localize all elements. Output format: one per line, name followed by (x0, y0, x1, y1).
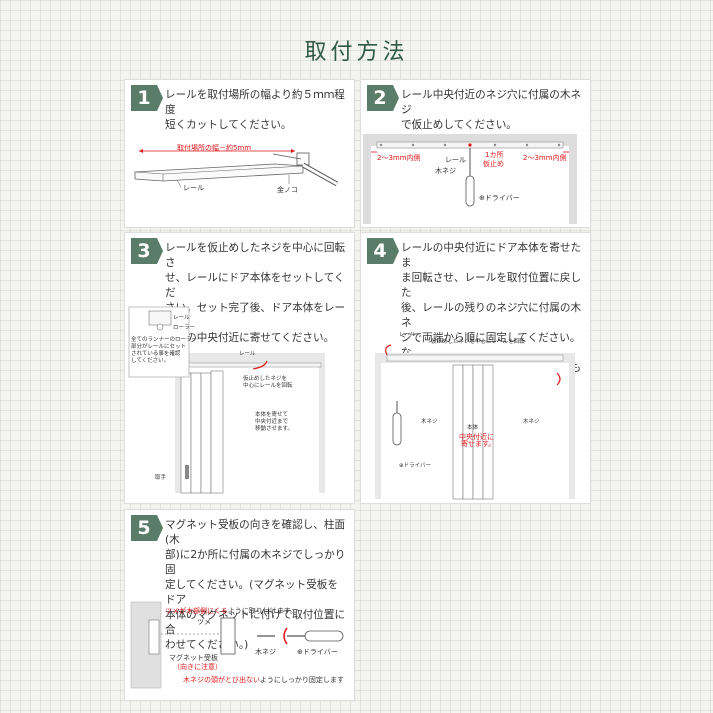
rail-mounting-illustration: 2～3mm内側 2～3mm内側 レール 木ネジ 1カ所 仮止め ⊕ドライバー (363, 134, 577, 224)
step-number: 1 (131, 85, 163, 111)
saw-label: 金ノコ (277, 185, 298, 194)
tip-red-text: ツメが木部側にくる (165, 606, 228, 615)
driver-label: ⊕ドライバー (399, 462, 431, 469)
step-5-card: 5 マグネット受板の向きを確認し、柱面(木 部)に2か所に付属の木ネジでしっかり… (124, 509, 355, 701)
folding-door (452, 364, 494, 500)
rail-label-2: レール (239, 351, 256, 357)
magnet-plate-illustration: ツメが木部側にくるように取り付けます。 ツメ マグネット受板 （向きに注意） 木… (130, 601, 344, 689)
step-instruction: レール中央付近のネジ穴に付属の木ネジ で仮止めしてください。 (401, 89, 582, 131)
screw-right-label: 木ネジ (523, 417, 540, 425)
driver-label: ⊕ドライバー (479, 194, 520, 202)
handle-label: 取手 (155, 473, 167, 481)
tip-rest-text: ように取り付けます。 (228, 606, 297, 615)
driver-label: ⊕ドライバー (297, 648, 338, 656)
center-label-2: 寄せます。 (461, 439, 495, 448)
note-3: されている事を確認 (131, 349, 181, 357)
body-label-2: 中央付近まで (255, 417, 289, 425)
center-label-2: 仮止め (483, 159, 504, 168)
step-instruction: レールを仮止めしたネジを中心に回転さ せ、レールにドア本体をセットしてくだ さい… (165, 242, 346, 344)
left-gap-label: 2～3mm内側 (377, 153, 421, 162)
tip-label: ツメが木部側にくるように取り付けます。 (165, 606, 297, 615)
screw-left-label: 木ネジ (421, 417, 438, 425)
door-handle (185, 465, 189, 479)
step-number: 5 (131, 515, 163, 541)
folding-door (180, 370, 224, 494)
claw-label: ツメ (197, 618, 211, 626)
screwdriver-icon (287, 630, 344, 642)
center-label-1: 1カ所 (485, 150, 503, 159)
rail-fixing-illustration: レール 仮止めしたネジを中心にレールを回転 木ネジ 本体 中央付近に 寄せます。… (375, 332, 575, 500)
screwdriver-icon (465, 175, 475, 207)
rail-label: レール (173, 315, 190, 321)
warning-label: 木ネジの頭がとび出ないようにしっかり固定します (183, 675, 344, 684)
rail-shape (134, 163, 304, 182)
screw-label: 木ネジ (435, 166, 456, 175)
screwdriver-icon (392, 401, 402, 446)
body-label: 本体 (467, 423, 479, 431)
center-label-1: 中央付近に (459, 432, 494, 441)
body-label-1: 本体を寄せて (255, 410, 288, 418)
note-1: 全てのランナーのローラー (131, 335, 197, 343)
rail-label: レール (183, 184, 204, 192)
rail-cutting-illustration: 取付場所の幅－約5mm レール 金ノコ (134, 143, 339, 194)
rotate-label: 仮止めしたネジを中心にレールを回転 (431, 337, 525, 345)
note-2: 部分がレールにセット (131, 342, 186, 350)
step-instruction: マグネット受板の向きを確認し、柱面(木 部)に2か所に付属の木ネジでしっかり固 … (165, 519, 346, 651)
screw-label: 木ネジ (255, 647, 276, 656)
warning-rest-text: ようにしっかり固定します (260, 675, 344, 684)
step-4-card: 4 レールの中央付近にドア本体を寄せたま ま回転させ、レールを取付位置に戻した … (360, 232, 591, 504)
rail-shape (386, 354, 564, 362)
note-4: してください。 (131, 357, 169, 364)
step-1-card: 1 レールを取付場所の幅より約５ｍｍ程度 短くカットしてください。 取付場所の幅… (124, 79, 355, 228)
magnet-plate (220, 617, 236, 655)
page-title: 取付方法 (304, 40, 409, 65)
plate-note: （向きに注意） (173, 662, 222, 671)
rotate-label-2: 中心にレールを回転 (243, 381, 293, 389)
roller-label: ローラー (173, 324, 195, 331)
rotate-label-1: 仮止めしたネジを (243, 374, 287, 382)
door-setting-illustration: 取手 レール 仮止めしたネジを 中心にレールを回転 本体を寄せて 中央付近まで … (128, 306, 325, 494)
rail-label: レール (445, 156, 466, 164)
width-label: 取付場所の幅－約5mm (177, 143, 251, 152)
step-number: 4 (367, 238, 399, 264)
step-number: 2 (367, 85, 399, 111)
right-gap-label: 2～3mm内側 (523, 153, 567, 162)
rail-label: レール (399, 332, 416, 338)
step-2-card: 2 レール中央付近のネジ穴に付属の木ネジ で仮止めしてください。 2～3mm内側… (360, 79, 591, 228)
rail-shape (182, 362, 322, 368)
plate-label: マグネット受板 (169, 653, 218, 662)
step-number: 3 (131, 238, 163, 264)
step-3-card: 3 レールを仮止めしたネジを中心に回転さ せ、レールにドア本体をセットしてくだ … (124, 232, 355, 504)
body-label-3: 移動させます。 (255, 424, 293, 432)
step-instruction: レールを取付場所の幅より約５ｍｍ程度 短くカットしてください。 (165, 89, 345, 131)
warning-red-text: 木ネジの頭がとび出ない (183, 675, 260, 684)
